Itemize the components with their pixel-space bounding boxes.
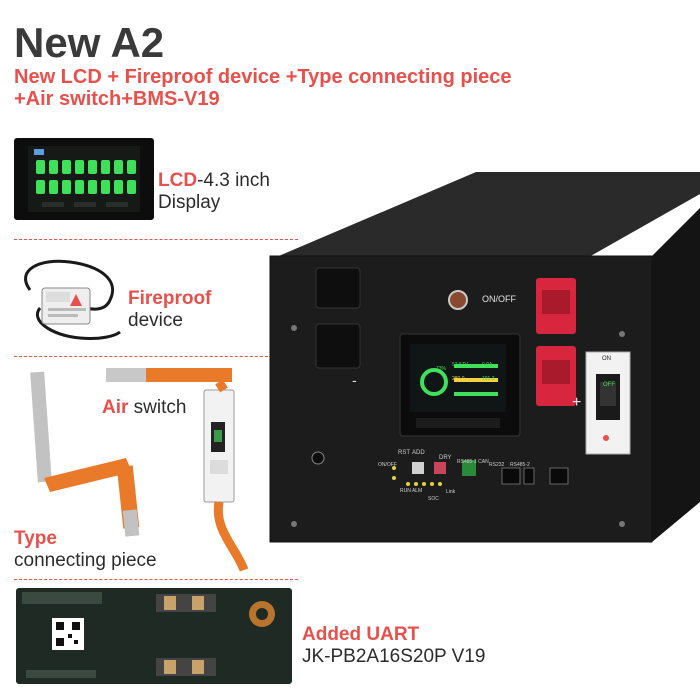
bms-name: Added UART [302,624,420,645]
add-label: ADD [412,450,425,456]
page-title: New A2 [14,19,165,66]
lcd-value3-readout: 280.0 [452,376,465,382]
bms-board-image [16,588,292,684]
bms-label: Added UART JK-PB2A16S20P V19 [302,624,485,668]
type-piece-name: Type [14,528,57,549]
lcd-value4-readout: 191.3 [482,376,495,382]
fireproof-name: Fireproof [128,288,212,309]
divider-3 [14,579,298,580]
type-piece-label: Type connecting piece [14,528,157,572]
divider-2 [14,356,298,357]
lcd-size: -4.3 inch [197,170,270,191]
subtitle-line-2: +Air switch+BMS-V19 [14,88,220,110]
rs485-2-label: RS485-2 [510,462,530,468]
onoff-small-label: ON/OFF [378,462,397,468]
air-switch-name: Air [102,397,129,418]
fireproof-label: Fireproof device [128,288,211,332]
breaker-on-label: ON [602,356,611,362]
lcd-image [14,138,154,220]
lcd-voltage-readout: 52.57V [452,362,468,368]
fireproof-device-image [10,250,122,346]
subtitle-line-1: New LCD + Fireproof device +Type connect… [14,66,512,88]
soc-label: SOC [428,496,439,502]
battery-unit [266,168,700,548]
rst-label: RST [398,450,410,456]
run-alm-label: RUN ALM [400,488,423,494]
lcd-display: Display [158,192,221,213]
bms-model: JK-PB2A16S20P V19 [302,646,486,667]
type-piece-text: connecting piece [14,550,157,571]
fireproof-device-text: device [128,310,183,331]
page-subtitle: New LCD + Fireproof device +Type connect… [14,66,654,110]
lcd-name: LCD [158,170,198,191]
battery-onoff-label: ON/OFF [482,294,516,304]
air-switch-text: switch [128,397,187,418]
rs232-label: RS232 [489,462,505,468]
air-switch-label: Air switch [102,397,186,419]
divider-1 [14,239,298,240]
lcd-current-readout: 0.0A [482,362,493,368]
battery-minus-sign: - [352,372,357,388]
air-switch-and-type-piece-image [14,360,274,580]
rs485-1-label: RS485-1 CAN [457,459,489,465]
breaker-off-label: OFF [603,382,615,388]
dry-label: DRY [439,455,452,461]
link-label: Link [446,489,456,495]
lcd-label: LCD-4.3 inch Display [158,170,270,214]
battery-plus-sign: + [572,394,582,411]
lcd-soc-readout: 73% [436,366,447,372]
